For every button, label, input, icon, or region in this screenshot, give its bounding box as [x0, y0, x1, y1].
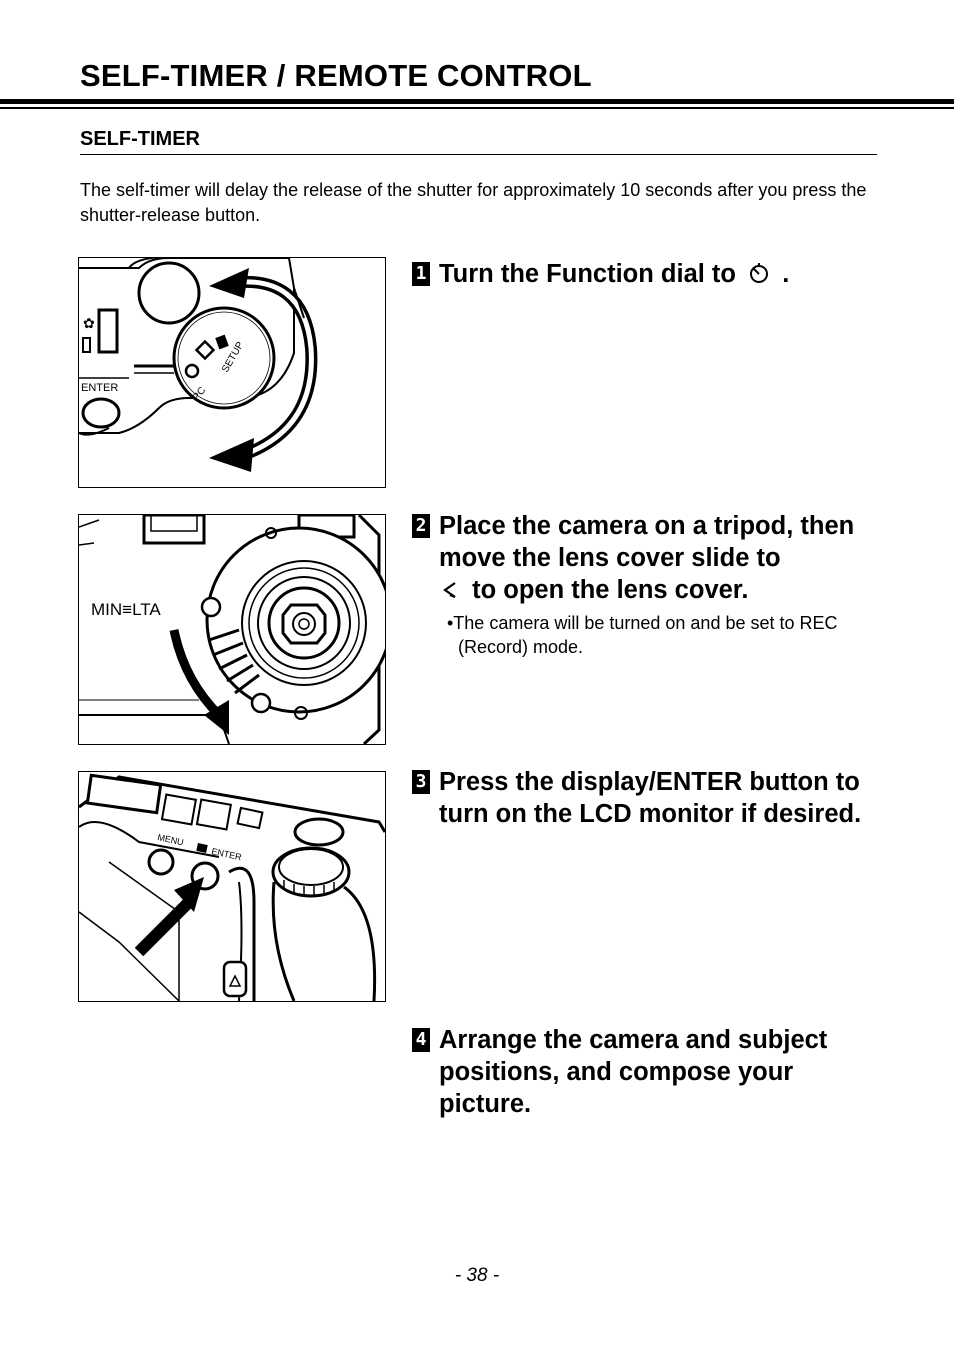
- self-timer-icon: [747, 261, 771, 293]
- page-title: SELF-TIMER / REMOTE CONTROL: [80, 58, 592, 93]
- svg-text:✿: ✿: [83, 316, 95, 332]
- step-text-end: to open the lens cover.: [472, 576, 749, 604]
- step-text: Turn the Function dial to: [439, 260, 736, 288]
- step-1: 1 Turn the Function dial to .: [412, 258, 882, 293]
- page-number: - 38 -: [454, 1265, 500, 1286]
- enter-button-illustration: MENU ENTER: [78, 771, 386, 1002]
- step-instruction: Place the camera on a tripod, then move …: [439, 510, 882, 609]
- step-text: Place the camera on a tripod, then move …: [439, 512, 855, 572]
- brand-logo: MIN≡LTA: [91, 600, 161, 619]
- function-dial-illustration: ✿ ENTER PC SETUP: [78, 257, 386, 488]
- step-instruction: Turn the Function dial to .: [439, 258, 882, 293]
- step-2: 2 Place the camera on a tripod, then mov…: [412, 510, 882, 659]
- section-title: SELF-TIMER: [80, 128, 200, 150]
- enter-label: ENTER: [81, 382, 118, 394]
- step-note: •The camera will be turned on and be set…: [447, 613, 838, 657]
- step-number: 1: [412, 262, 430, 286]
- step-instruction: Press the display/ENTER button to turn o…: [439, 768, 862, 828]
- title-rule-thin: [0, 107, 954, 109]
- step-3: 3 Press the display/ENTER button to turn…: [412, 766, 882, 830]
- lens-cover-illustration: MIN≡LTA: [78, 514, 386, 745]
- back-enter-label: ENTER: [211, 846, 243, 862]
- intro-paragraph: The self-timer will delay the release of…: [80, 180, 867, 225]
- step-number: 2: [412, 514, 430, 538]
- title-rule: [0, 99, 954, 104]
- step-4: 4 Arrange the camera and subject positio…: [412, 1024, 882, 1120]
- step-number: 4: [412, 1028, 430, 1052]
- section-rule: [80, 154, 877, 155]
- step-text-end: .: [782, 260, 790, 288]
- step-instruction: Arrange the camera and subject positions…: [439, 1026, 828, 1118]
- step-number: 3: [412, 770, 430, 794]
- lens-cover-icon: [439, 577, 461, 609]
